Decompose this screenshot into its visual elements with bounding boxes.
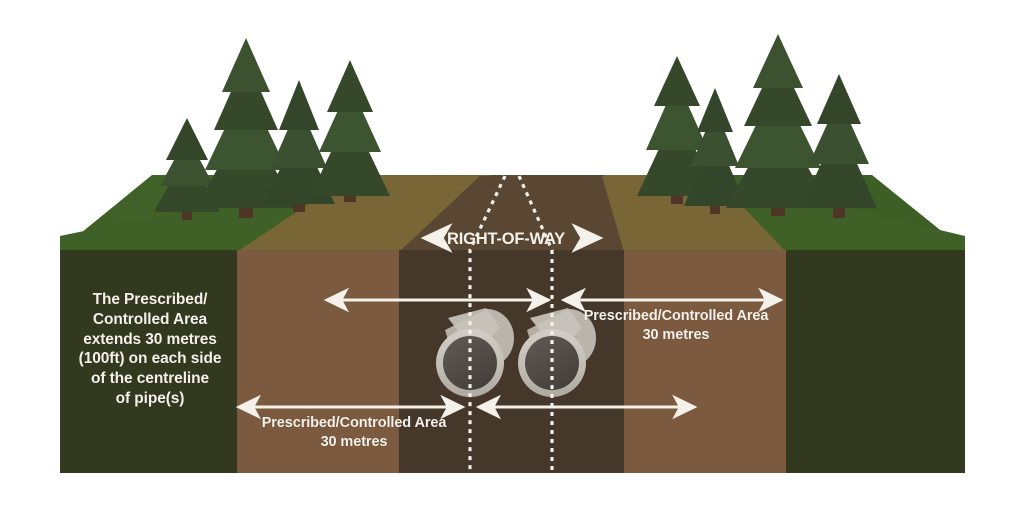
tree-tier-bottom	[310, 112, 390, 196]
left-note-line-4: (100ft) on each side	[78, 350, 222, 368]
tree-tier-mid	[319, 84, 381, 152]
tree-tier-mid	[809, 98, 869, 164]
tree-tier-bottom	[684, 132, 746, 206]
band-prescribed-right-brown	[624, 250, 786, 473]
tree-tier-bottom	[801, 124, 877, 208]
band-outer-right-green	[786, 250, 965, 473]
bottom-note-line-2: 30 metres	[320, 433, 388, 450]
tree-group-right	[637, 34, 877, 218]
tree-tier-top	[817, 74, 861, 124]
right-note-line-1: Prescribed/Controlled Area	[583, 308, 769, 324]
tree-group-left	[154, 38, 390, 220]
right-prescribed-area-label: Prescribed/Controlled Area 30 metres	[566, 307, 786, 344]
tree-tier-mid	[160, 136, 214, 186]
tree-tier-mid	[646, 80, 708, 150]
tree-tier-top	[753, 34, 803, 88]
centrelines	[468, 175, 554, 473]
tree-tier-top	[697, 88, 733, 132]
centreline-right-pipe	[517, 175, 554, 473]
tree-tier-bottom	[637, 110, 717, 196]
left-note-line-6: of pipe(s)	[115, 390, 185, 408]
tree-right-2	[684, 88, 746, 214]
tree-tier-mid	[691, 108, 739, 166]
pipe-right	[518, 308, 596, 397]
right-note-line-2: 30 metres	[642, 326, 710, 343]
tree-right-3	[726, 34, 830, 216]
tree-tier-top	[327, 60, 373, 112]
tree-tier-top	[654, 56, 700, 106]
left-note-line-3: extends 30 metres	[83, 330, 217, 348]
tree-tier-mid	[271, 104, 327, 168]
band-outer-left-green	[60, 250, 237, 473]
left-note-line-5: of the centreline	[90, 370, 210, 388]
tree-tier-top	[222, 38, 270, 92]
plane-corridor	[399, 176, 624, 252]
tree-tier-top	[279, 80, 319, 130]
band-prescribed-left-brown	[237, 250, 399, 473]
tree-right-4	[801, 74, 877, 218]
left-note-line-1: The Prescribed/	[92, 291, 208, 308]
pipe-inner-bore	[443, 336, 497, 390]
tree-tier-upper	[214, 58, 278, 130]
left-description-note: The Prescribed/ Controlled Area extends …	[62, 290, 238, 409]
cross-section-front-face	[60, 250, 965, 473]
pipe-inner-bore	[525, 336, 579, 390]
bottom-prescribed-area-label: Prescribed/Controlled Area 30 metres	[240, 414, 468, 451]
left-note-line-2: Controlled Area	[92, 310, 208, 328]
tree-left-2	[196, 38, 296, 218]
tree-left-4	[310, 60, 390, 202]
pipe-left	[436, 308, 514, 397]
bottom-note-line-1: Prescribed/Controlled Area	[261, 415, 447, 431]
tree-right-1	[637, 56, 717, 204]
tree-tier-top	[166, 118, 208, 160]
right-of-way-label: RIGHT-OF-WAY	[447, 230, 565, 248]
tree-tier-upper	[744, 54, 812, 126]
centreline-left-pipe	[468, 175, 507, 473]
